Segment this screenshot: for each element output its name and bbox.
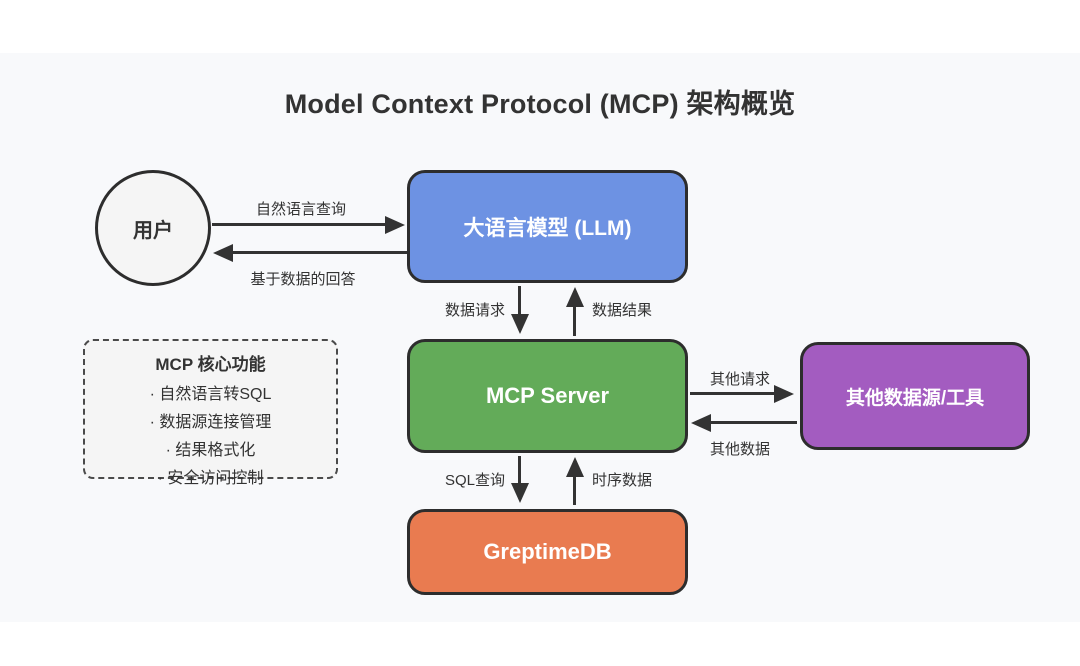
edge-user-to-llm-label: 自然语言查询 (255, 201, 346, 218)
core-function-item: · 结果格式化 (165, 442, 256, 459)
node-mcp-server[interactable]: MCP Server (407, 339, 688, 453)
edge-tools-to-mcp-line (710, 421, 797, 424)
edge-mcp-to-tools-label: 其他请求 (709, 371, 770, 388)
edge-mcp-to-llm-line (573, 306, 576, 336)
edge-llm-to-mcp-arrowhead (510, 314, 529, 334)
node-llm[interactable]: 大语言模型 (LLM) (407, 170, 688, 283)
mcp-core-functions-title: MCP 核心功能 (155, 355, 266, 374)
node-llm-label: 大语言模型 (LLM) (463, 216, 632, 240)
node-mcp-server-label: MCP Server (485, 383, 610, 408)
core-function-item: · 自然语言转SQL (149, 386, 272, 403)
edge-user-to-llm-line (212, 223, 386, 226)
node-user[interactable]: 用户 (95, 170, 211, 286)
edge-tools-to-mcp-label: 其他数据 (709, 441, 770, 458)
edge-tools-to-mcp-arrowhead (691, 413, 711, 432)
diagram-title: Model Context Protocol (MCP) 架构概览 (284, 89, 796, 119)
edge-llm-to-mcp-line (518, 286, 521, 316)
edge-db-to-mcp-arrowhead (565, 457, 584, 477)
node-other-tools[interactable]: 其他数据源/工具 (800, 342, 1030, 450)
edge-mcp-to-db-arrowhead (510, 483, 529, 503)
core-function-item: · 安全访问控制 (157, 470, 264, 487)
node-other-tools-label: 其他数据源/工具 (845, 387, 985, 409)
edge-llm-to-mcp-label: 数据请求 (444, 302, 505, 319)
edge-llm-to-user-arrowhead (213, 243, 233, 262)
edge-mcp-to-tools-line (690, 392, 775, 395)
edge-mcp-to-llm-label: 数据结果 (592, 302, 653, 319)
node-greptimedb[interactable]: GreptimeDB (407, 509, 688, 595)
edge-llm-to-user-line (232, 251, 407, 254)
edge-db-to-mcp-line (573, 476, 576, 505)
edge-db-to-mcp-label: 时序数据 (592, 472, 653, 489)
node-user-label: 用户 (133, 219, 173, 242)
mcp-core-functions-panel: MCP 核心功能 · 自然语言转SQL · 数据源连接管理 · 结果格式化 · … (83, 339, 338, 487)
edge-user-to-llm-arrowhead (385, 215, 405, 234)
node-greptimedb-label: GreptimeDB (483, 539, 612, 564)
edge-mcp-to-llm-arrowhead (565, 287, 584, 307)
edge-mcp-to-db-line (518, 456, 521, 484)
edge-mcp-to-tools-arrowhead (774, 384, 794, 403)
core-function-item: · 数据源连接管理 (149, 414, 272, 431)
edge-llm-to-user-label: 基于数据的回答 (250, 271, 356, 288)
edge-mcp-to-db-label: SQL查询 (444, 472, 505, 489)
